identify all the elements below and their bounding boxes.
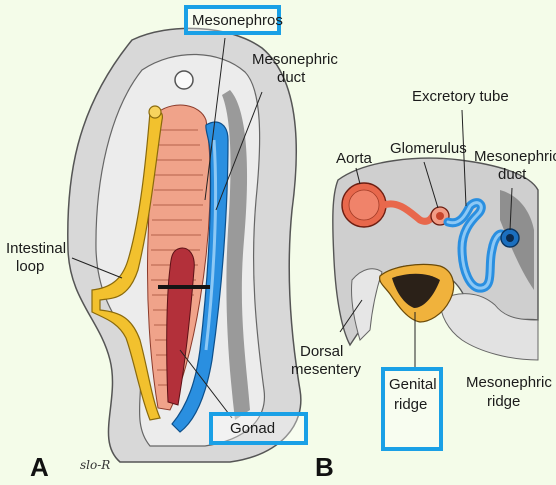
label-dorsal-mesentery-line1: Dorsal (300, 343, 343, 360)
neural-tube-opening (175, 71, 193, 89)
label-excretory-tube: Excretory tube (412, 88, 509, 105)
label-glomerulus: Glomerulus (390, 140, 467, 157)
aorta-lumen (349, 190, 379, 220)
panel-a-illustration (68, 28, 301, 462)
label-intestinal-loop-line1: Intestinal (6, 240, 66, 257)
label-mesonephric-duct-a-line1: Mesonephric (252, 51, 338, 68)
label-intestinal-loop-line2: loop (16, 258, 44, 275)
label-genital-ridge-line2: ridge (394, 396, 427, 413)
label-mesonephric-ridge-line2: ridge (487, 393, 520, 410)
label-mesonephric-duct-a-line2: duct (277, 69, 305, 86)
label-genital-ridge-line1: Genital (389, 376, 437, 393)
label-mesonephric-ridge-line1: Mesonephric (466, 374, 552, 391)
label-mesonephric-duct-b-line1: Mesonephric (474, 148, 556, 165)
panel-letter-b: B (315, 452, 334, 483)
intestine-tip (149, 106, 161, 118)
illustrator-signature: slo-R (80, 458, 110, 472)
label-mesonephros: Mesonephros (192, 12, 283, 29)
label-aorta: Aorta (336, 150, 372, 167)
duct-lumen (506, 234, 514, 242)
label-mesonephric-duct-b-line2: duct (498, 166, 526, 183)
panel-letter-a: A (30, 452, 49, 483)
glomerulus-core (436, 212, 444, 220)
label-dorsal-mesentery-line2: mesentery (291, 361, 361, 378)
label-gonad: Gonad (230, 420, 275, 437)
